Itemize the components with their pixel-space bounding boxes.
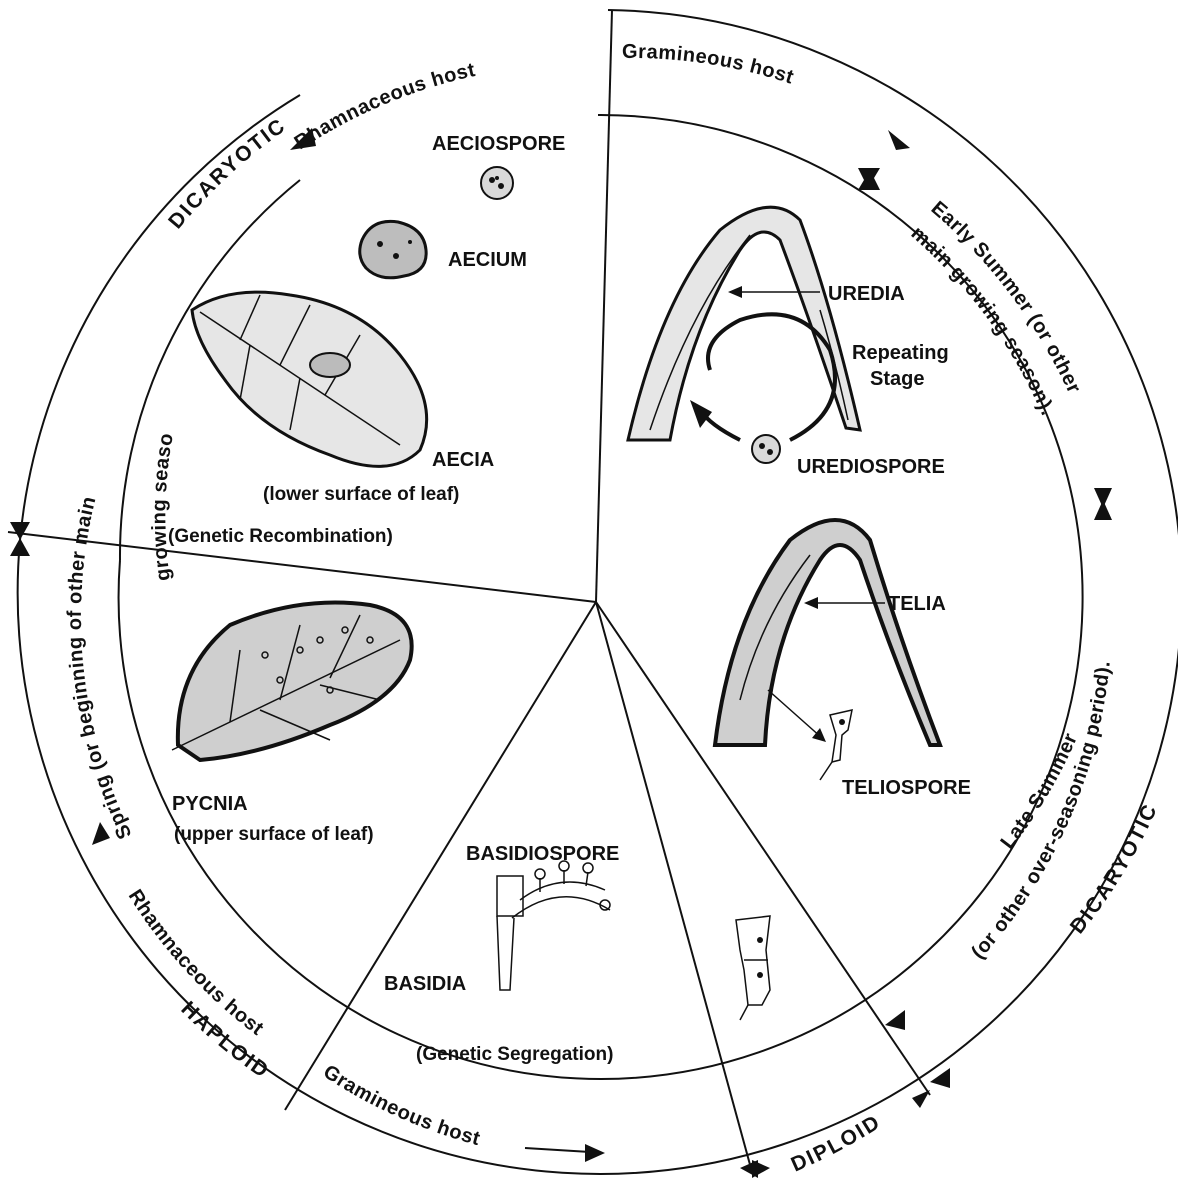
aecium-illustration	[360, 221, 426, 277]
label-aecia: AECIA	[432, 449, 494, 471]
ring-arrows	[10, 128, 1112, 1178]
ring-labels: Rhamnaceous host Gramineous host DICARYO…	[0, 0, 1162, 1177]
svg-text:DICARYOTIC: DICARYOTIC	[1066, 800, 1162, 938]
telia-leaf-illustration	[715, 520, 940, 745]
basidia-illustration	[497, 861, 610, 990]
label-teliospore: TELIOSPORE	[842, 777, 971, 799]
arrow-dicaryotic-end	[930, 1068, 950, 1088]
ring-gramineous-top: Gramineous host	[622, 41, 797, 89]
arrow-rhamnaceous-bottom	[92, 822, 110, 845]
svg-text:DIPLOID: DIPLOID	[788, 1110, 885, 1176]
label-aecium: AECIUM	[448, 249, 527, 271]
ring-dicaryotic-top: DICARYOTIC	[164, 114, 290, 233]
label-stage: Stage	[870, 368, 924, 390]
ring-diploid: DIPLOID	[788, 1110, 885, 1176]
label-repeating: Repeating	[852, 342, 949, 364]
label-urediospore: UREDIOSPORE	[797, 456, 945, 478]
divider-top	[596, 10, 612, 602]
svg-text:DICARYOTIC: DICARYOTIC	[164, 114, 290, 233]
diploid-teliospore-illustration	[736, 916, 770, 1020]
label-basidiospore: BASIDIOSPORE	[466, 843, 619, 865]
label-genetic-segregation: (Genetic Segregation)	[416, 1044, 613, 1065]
label-basidia: BASIDIA	[384, 973, 466, 995]
label-aecia-note: (lower surface of leaf)	[263, 484, 459, 505]
ring-gramineous-bottom: Gramineous host	[319, 1061, 482, 1150]
svg-text:Gramineous host: Gramineous host	[622, 41, 797, 89]
boundary-spring	[10, 522, 30, 540]
svg-text:Gramineous host: Gramineous host	[319, 1061, 482, 1150]
uredia-leaf-illustration	[628, 207, 860, 440]
ring-early-summer-1: Early Summer (or other	[927, 197, 1085, 397]
arrow-gramineous-top	[888, 130, 910, 150]
svg-text:Early Summer (or other: Early Summer (or other	[927, 197, 1085, 397]
aecia-leaf-illustration	[192, 292, 427, 466]
label-pycnia: PYCNIA	[172, 793, 248, 815]
label-genetic-recombination: (Genetic Recombination)	[168, 526, 393, 547]
label-uredia: UREDIA	[828, 283, 905, 305]
ring-dicaryotic-right: DICARYOTIC	[1066, 800, 1162, 938]
arrow-gramineous-bottom	[585, 1144, 605, 1162]
aeciospore-illustration	[481, 167, 513, 199]
arrow-diploid-right	[912, 1090, 930, 1108]
urediospore-illustration	[752, 435, 780, 463]
label-telia: TELIA	[888, 593, 946, 615]
label-aeciospore: AECIOSPORE	[432, 133, 565, 155]
label-pycnia-note: (upper surface of leaf)	[174, 824, 374, 845]
teliospore-illustration	[820, 710, 852, 780]
pycnia-leaf-illustration	[172, 603, 412, 761]
arrow-late-summer-end	[885, 1010, 905, 1030]
